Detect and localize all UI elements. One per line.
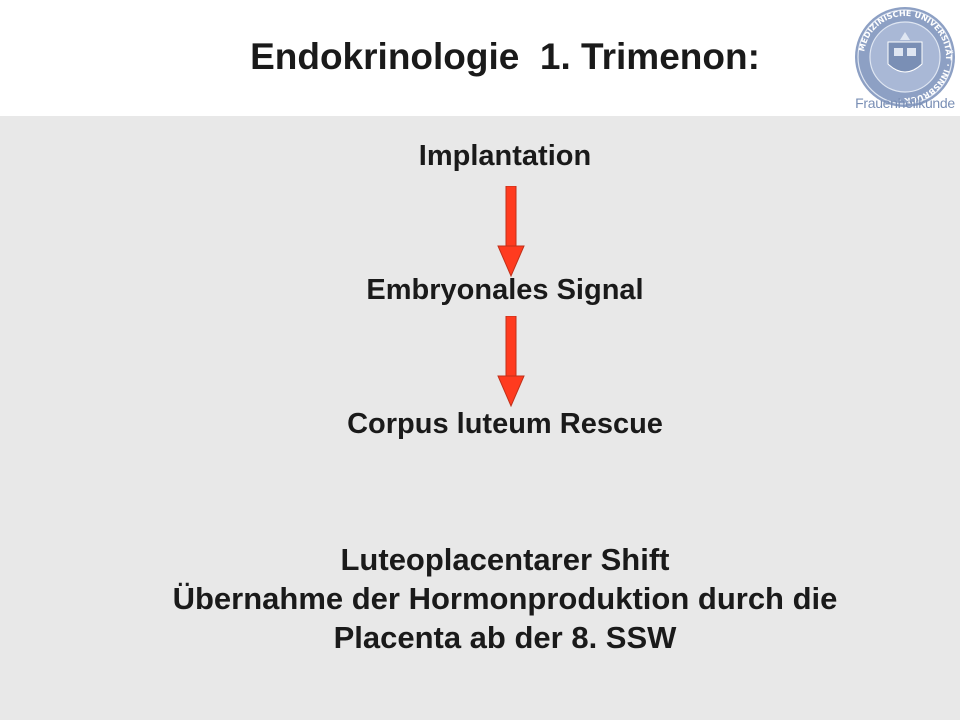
slide-title: Endokrinologie 1. Trimenon: <box>250 36 760 77</box>
slide-header: Endokrinologie 1. Trimenon: MEDIZINISCHE… <box>0 0 960 116</box>
down-arrow-2 <box>497 316 525 408</box>
university-seal-logo: MEDIZINISCHE UNIVERSITÄT · INNSBRUCK · <box>855 7 955 107</box>
logo-caption: Frauenheilkunde <box>855 95 955 111</box>
slide-body: Implantation Embryonales Signal Corpus l… <box>0 116 960 720</box>
step-embryonic-signal: Embryonales Signal <box>366 274 644 306</box>
down-arrow-1 <box>497 186 525 278</box>
step-implantation: Implantation <box>418 140 592 172</box>
shift-heading: Luteoplacentarer Shift <box>340 542 670 577</box>
step-corpus-luteum-rescue: Corpus luteum Rescue <box>347 408 663 440</box>
shift-description-line1: Übernahme der Hormonproduktion durch die <box>172 581 838 616</box>
shift-description-line2: Placenta ab der 8. SSW <box>333 620 677 655</box>
